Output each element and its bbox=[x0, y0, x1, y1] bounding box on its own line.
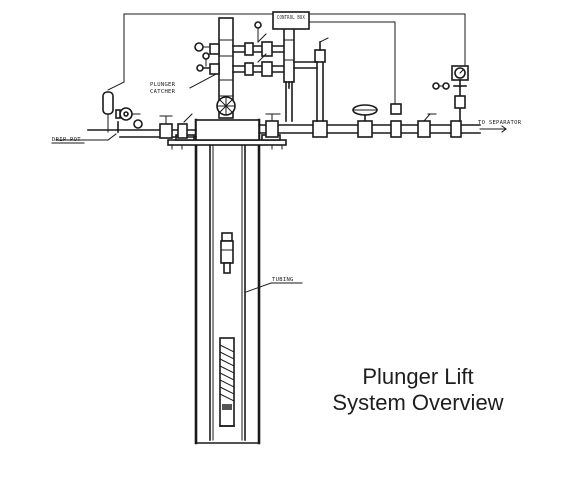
control-line-left bbox=[107, 13, 274, 91]
title-line-1: Plunger Lift bbox=[362, 364, 474, 389]
drip-pot-label: DRIP POT bbox=[52, 137, 81, 143]
riser-pipes bbox=[285, 37, 329, 122]
plunger bbox=[220, 232, 234, 274]
left-tee bbox=[209, 43, 220, 75]
title-line-2: System Overview bbox=[332, 390, 504, 415]
right-gauge-assembly bbox=[432, 65, 469, 122]
motor-valve bbox=[352, 104, 378, 138]
flow-line-tee-1 bbox=[312, 120, 328, 138]
tubing bbox=[209, 139, 246, 441]
plunger-catcher-label-line2: CATCHER bbox=[150, 89, 176, 95]
tubing-label: TUBING bbox=[272, 277, 294, 283]
bumper-spring bbox=[219, 337, 235, 427]
control-line-right bbox=[308, 13, 466, 105]
diagram-title: Plunger Lift System Overview bbox=[296, 364, 540, 416]
tubing-leader bbox=[245, 282, 272, 293]
wellhead-gauge bbox=[194, 42, 211, 52]
flow-line-valve-2 bbox=[417, 113, 437, 138]
flow-line-valve-1 bbox=[265, 113, 281, 138]
well-casing bbox=[194, 118, 261, 445]
flow-line bbox=[258, 124, 507, 134]
tee-riser bbox=[283, 21, 295, 89]
upper-flow-tee bbox=[232, 33, 291, 77]
left-outlet-valve bbox=[159, 113, 193, 139]
upper-gauge-right bbox=[254, 21, 262, 43]
plunger-catcher-label-line1: PLUNGER bbox=[150, 82, 176, 88]
control-box: CONTROL BOX bbox=[272, 11, 310, 30]
drip-pot-assembly bbox=[102, 91, 143, 133]
control-box-label-1: CONTROL BOX bbox=[277, 15, 305, 21]
flow-line-tee-2 bbox=[390, 103, 402, 138]
plunger-catcher-leader bbox=[189, 72, 219, 89]
flow-line-tee-3 bbox=[450, 120, 462, 138]
master-valve-handwheel bbox=[216, 96, 236, 116]
to-separator-label: TO SEPARATOR bbox=[478, 120, 522, 126]
